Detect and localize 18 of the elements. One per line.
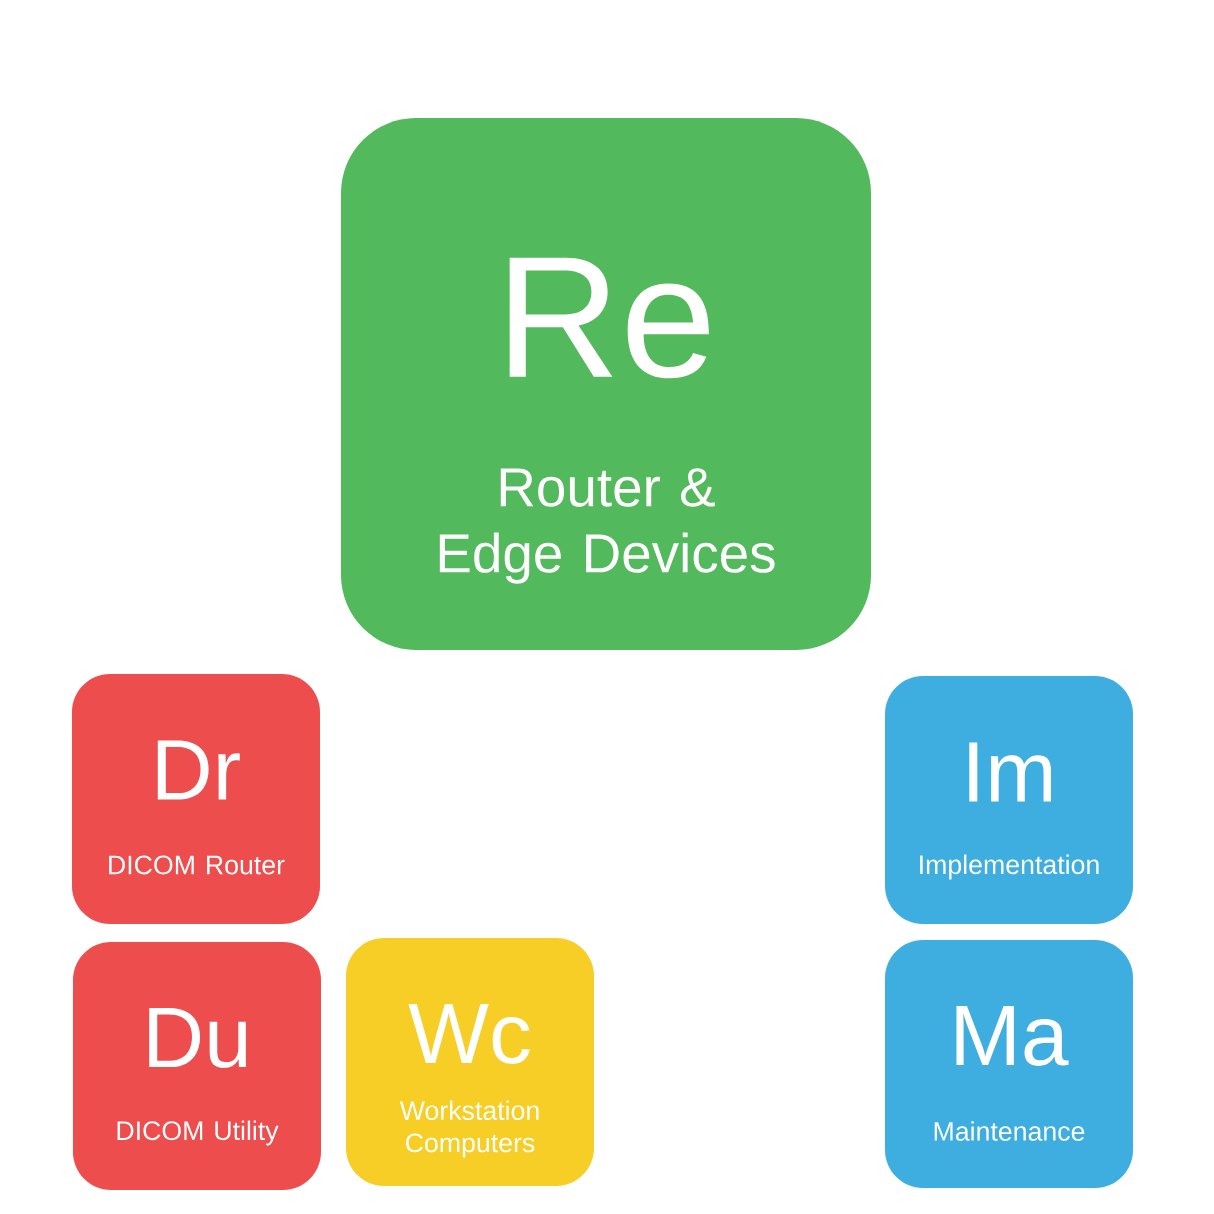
element-symbol: Im xyxy=(969,742,1051,802)
tile-label: Maintenance xyxy=(934,1121,1085,1141)
element-tile xyxy=(72,674,320,924)
tile-label: Implementation xyxy=(920,854,1099,880)
element-symbol: Du xyxy=(149,1008,247,1068)
element-tile xyxy=(885,676,1133,924)
element-tile xyxy=(341,118,871,650)
element-symbol: Ma xyxy=(956,1006,1069,1066)
element-tile xyxy=(346,938,594,1186)
tile-label: DICOM Utility xyxy=(117,1120,279,1146)
element-symbol: Wc xyxy=(408,1004,530,1064)
tile-label: Router & Edge Devices xyxy=(439,468,775,584)
element-symbol: Dr xyxy=(157,740,240,800)
element-tile xyxy=(73,942,321,1190)
element-tile xyxy=(885,940,1133,1188)
element-symbol: Re xyxy=(509,257,709,379)
tile-label: DICOM Router xyxy=(109,855,285,875)
tile-label: Workstation Computers xyxy=(399,1100,539,1158)
